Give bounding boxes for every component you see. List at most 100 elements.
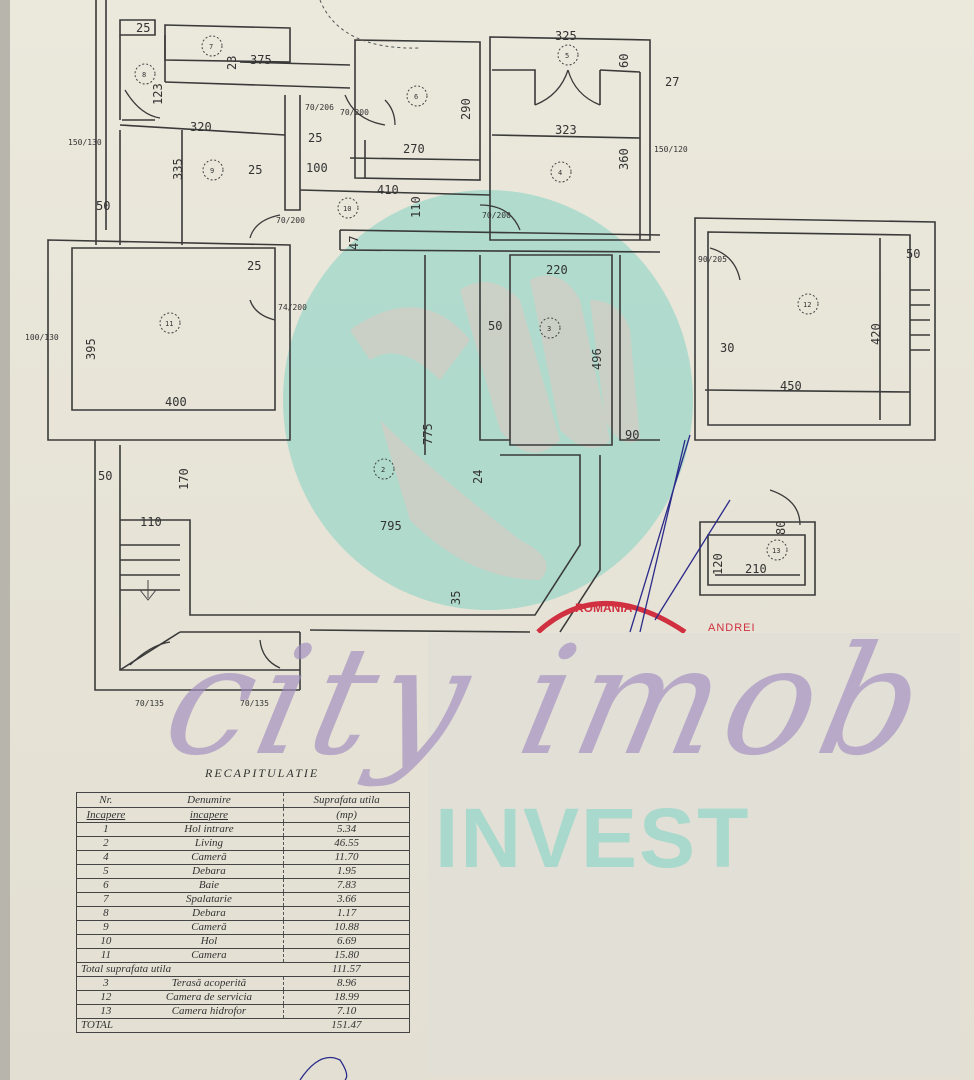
dim-360: 360	[617, 148, 631, 170]
window-label-100-130: 100/130	[25, 333, 59, 342]
cell-name: Hol	[134, 934, 284, 949]
dim-323: 323	[555, 123, 577, 137]
cell-name: Camera	[134, 948, 284, 963]
cell-name: Debara	[134, 906, 284, 921]
room-label-3: 3	[547, 325, 551, 333]
room-label-7: 7	[209, 43, 213, 51]
room-label-9: 9	[210, 167, 214, 175]
dim-325: 325	[555, 29, 577, 43]
cell-name: Terasă acoperită	[134, 976, 284, 991]
total-label: TOTAL	[75, 1018, 284, 1033]
cell-area: 6.69	[283, 934, 410, 949]
cell-nr: 4	[75, 850, 135, 865]
dim-395: 395	[84, 338, 98, 360]
room-label-8: 8	[142, 71, 146, 79]
subtotal-label: Total suprafata utila	[75, 962, 284, 977]
room-label-5: 5	[565, 52, 569, 60]
cell-nr: 13	[75, 1004, 135, 1019]
recap-table: Nr. Denumire Suprafata utila Incapere in…	[75, 792, 410, 1033]
room-label-4: 4	[558, 169, 562, 177]
dim-80: 80	[774, 521, 788, 535]
header-area: Suprafata utila	[283, 792, 410, 808]
dim-420: 420	[869, 323, 883, 345]
watermark-invest: INVEST	[435, 791, 751, 885]
header-nr: Nr.	[75, 792, 135, 808]
cell-nr: 11	[75, 948, 135, 963]
header-name-2: incapere	[134, 807, 284, 823]
door-label-70-200-b: 70/200	[482, 211, 511, 220]
cell-area: 5.34	[283, 822, 410, 837]
dim-24: 24	[471, 470, 485, 484]
cell-area: 7.83	[283, 878, 410, 893]
cell-name: Hol intrare	[134, 822, 284, 837]
cell-nr: 10	[75, 934, 135, 949]
header-name: Denumire	[134, 792, 284, 808]
dim-25-c: 25	[247, 259, 261, 273]
cell-area: 10.88	[283, 920, 410, 935]
room-label-2: 2	[381, 466, 385, 474]
dim-50: 50	[488, 319, 502, 333]
dim-120: 120	[711, 553, 725, 575]
window-label-70-135-a: 70/135	[135, 699, 164, 708]
dim-210: 210	[745, 562, 767, 576]
total-area: 151.47	[283, 1018, 410, 1033]
door-label-70-200-c: 70/200	[340, 108, 369, 117]
dim-35: 35	[449, 591, 463, 605]
dim-50-d: 50	[906, 247, 920, 261]
dim-410: 410	[377, 183, 399, 197]
cell-nr: 3	[75, 976, 135, 991]
door-label-70-206: 70/206	[305, 103, 334, 112]
dim-220: 220	[546, 263, 568, 277]
cell-area: 11.70	[283, 850, 410, 865]
cell-nr: 1	[75, 822, 135, 837]
cell-name: Camera de servicia	[134, 990, 284, 1005]
header-nr-2: Incapere	[75, 807, 135, 823]
room-label-13: 13	[772, 547, 780, 555]
dim-400: 400	[165, 395, 187, 409]
dim-23: 23	[225, 56, 239, 70]
dim-25-mid: 25	[248, 163, 262, 177]
cell-nr: 9	[75, 920, 135, 935]
dim-90: 90	[625, 428, 639, 442]
dim-50-c: 50	[96, 199, 110, 213]
recap-title: RECAPITULATIE	[205, 766, 320, 780]
door-label-70-200: 70/200	[276, 216, 305, 225]
dim-50-b: 50	[98, 469, 112, 483]
dim-496: 496	[590, 348, 604, 370]
stamp-side-text: ANDREI	[708, 622, 756, 634]
room-label-12: 12	[803, 301, 811, 309]
official-stamp	[536, 601, 687, 635]
cell-name: Debara	[134, 864, 284, 879]
cell-nr: 2	[75, 836, 135, 851]
dim-25: 25	[136, 21, 150, 35]
redaction-patch	[428, 633, 960, 1075]
cell-area: 7.10	[283, 1004, 410, 1019]
cell-area: 46.55	[283, 836, 410, 851]
dim-320: 320	[190, 120, 212, 134]
dim-110: 110	[409, 196, 423, 218]
cell-name: Baie	[134, 878, 284, 893]
cell-nr: 5	[75, 864, 135, 879]
cell-nr: 12	[75, 990, 135, 1005]
page-edge-shadow	[0, 0, 10, 1080]
dim-335: 335	[171, 158, 185, 180]
room-label-6: 6	[414, 93, 418, 101]
cell-nr: 7	[75, 892, 135, 907]
room-label-10: 10	[343, 205, 351, 213]
cell-area: 18.99	[283, 990, 410, 1005]
window-label-70-135-b: 70/135	[240, 699, 269, 708]
cell-area: 8.96	[283, 976, 410, 991]
